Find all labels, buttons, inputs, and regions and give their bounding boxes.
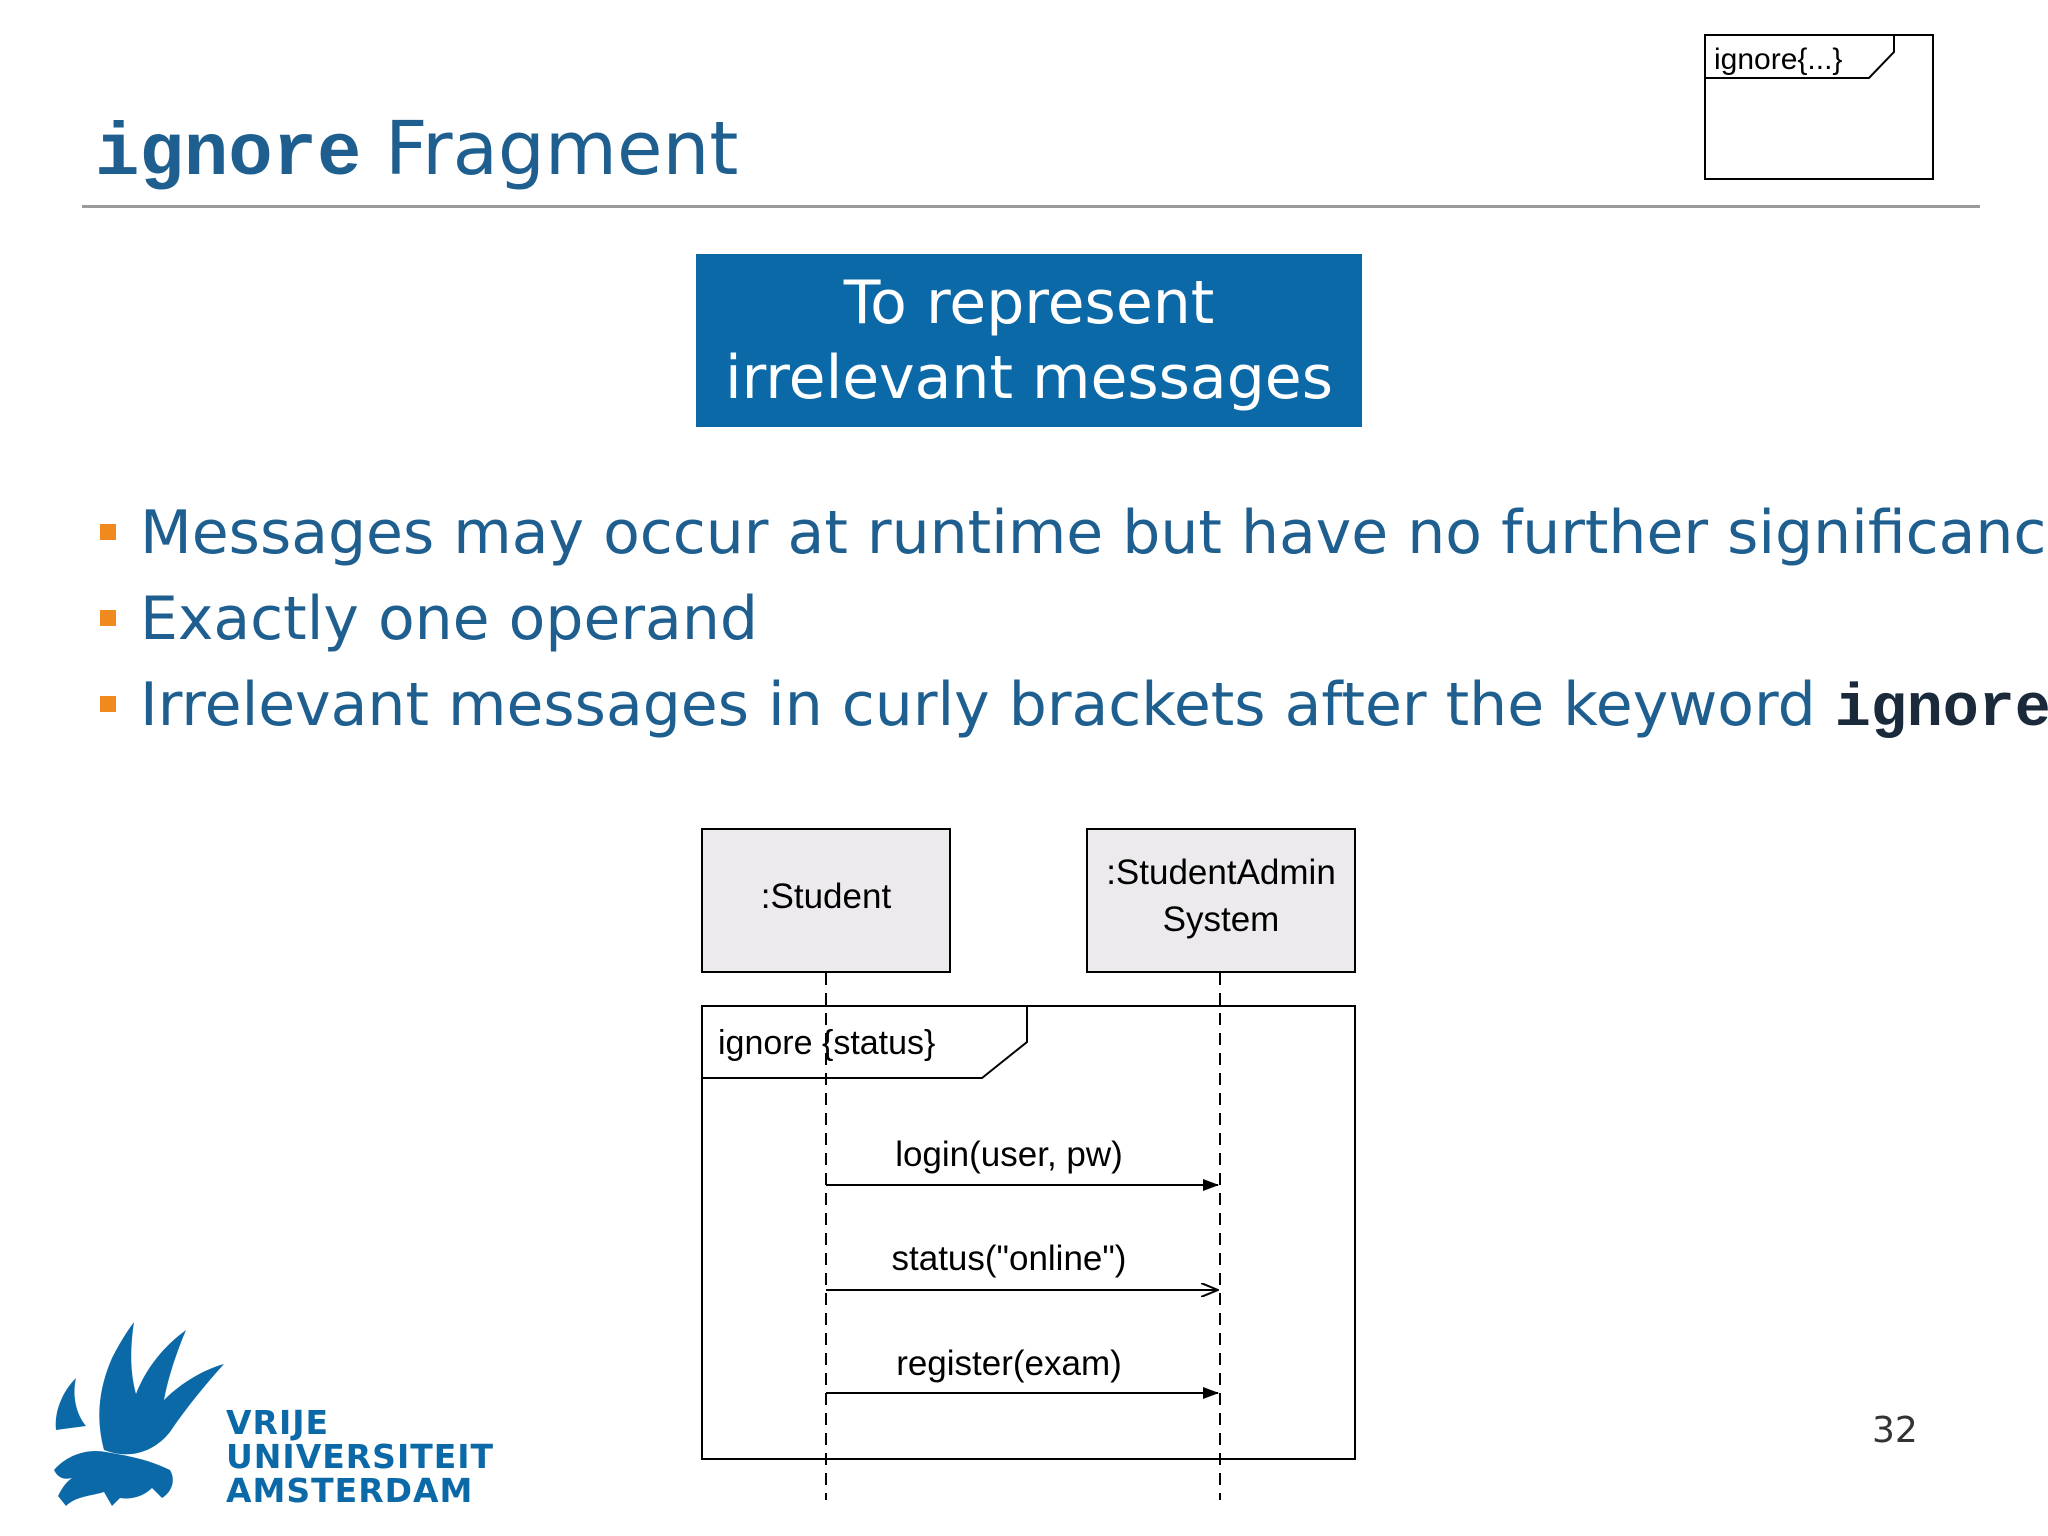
bullet-item: Messages may occur at runtime but have n…: [96, 490, 2048, 576]
title-text: Fragment: [384, 106, 739, 192]
bullet-square-icon: [100, 610, 116, 626]
slide-title: ignore Fragment: [95, 105, 738, 200]
ignore-fragment-icon-label: ignore{...}: [1714, 43, 1842, 76]
message-status: status("online"): [826, 1239, 1218, 1290]
ignore-fragment-icon: ignore{...}: [1704, 34, 1934, 180]
system-head: :StudentAdmin System: [1086, 828, 1356, 973]
student-head: :Student: [701, 828, 951, 973]
bullet-list: Messages may occur at runtime but have n…: [96, 490, 2048, 753]
message-register: register(exam): [826, 1344, 1219, 1399]
bullet-square-icon: [100, 524, 116, 540]
message-label: status("online"): [892, 1239, 1127, 1278]
bullet-square-icon: [100, 696, 116, 712]
purpose-callout: To represent irrelevant messages: [696, 254, 1362, 427]
bullet-text: Messages may occur at runtime but have n…: [140, 498, 2048, 568]
system-label-line-1: :StudentAdmin: [1106, 853, 1336, 892]
university-logo-text: VRIJE UNIVERSITEIT AMSTERDAM: [226, 1406, 494, 1508]
system-label-line-2: System: [1163, 900, 1280, 939]
fragment-label: ignore {status}: [718, 1024, 935, 1062]
logo-line-2: UNIVERSITEIT: [226, 1437, 495, 1476]
title-keyword: ignore: [95, 113, 362, 197]
message-label: login(user, pw): [895, 1135, 1123, 1174]
callout-line-1: To represent: [843, 267, 1215, 338]
bullet-item: Irrelevant messages in curly brackets af…: [96, 662, 2048, 753]
message-login: login(user, pw): [826, 1135, 1219, 1191]
logo-line-1: VRIJE: [226, 1403, 330, 1442]
logo-line-3: AMSTERDAM: [226, 1471, 474, 1510]
bullet-text: Irrelevant messages in curly brackets af…: [140, 670, 1835, 740]
callout-line-2: irrelevant messages: [725, 342, 1333, 413]
sequence-diagram: :Student :StudentAdmin System ignore {st…: [701, 828, 1356, 1500]
student-label: :Student: [761, 877, 892, 916]
bullet-keyword: ignore: [1834, 676, 2048, 744]
title-divider: [82, 205, 1980, 208]
bullet-item: Exactly one operand: [96, 576, 2036, 662]
message-label: register(exam): [896, 1344, 1122, 1383]
ignore-fragment-icon-graphic: ignore{...}: [1706, 36, 1895, 79]
fragment-pentagon: [702, 1006, 1028, 1079]
page-number: 32: [1872, 1410, 1918, 1451]
ignore-fragment: ignore {status}: [701, 1005, 1356, 1460]
bullet-text: Exactly one operand: [140, 584, 758, 654]
griffin-logo-icon: [54, 1322, 224, 1506]
